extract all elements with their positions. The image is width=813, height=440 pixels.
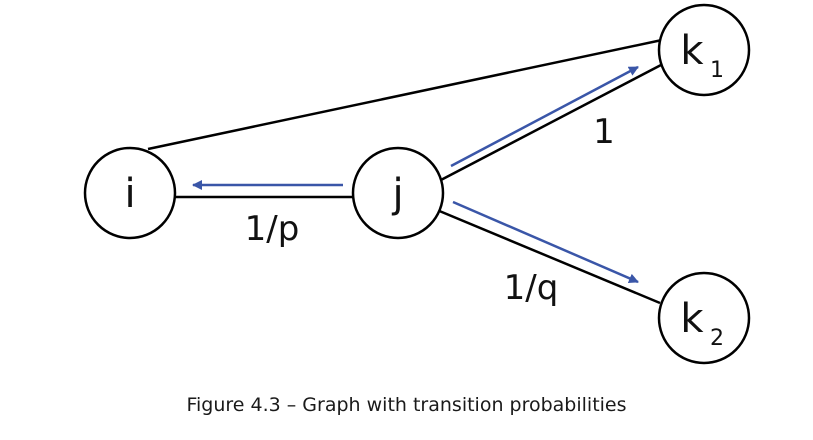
node-j: j [351, 146, 445, 240]
node-k1-subscript: 1 [710, 58, 724, 83]
edge-i-k1 [147, 38, 663, 151]
node-k1-label: k [680, 28, 704, 74]
node-k2: k 2 [657, 271, 751, 365]
edge-label-j-i: 1/p [245, 209, 300, 249]
node-k1: k 1 [657, 3, 751, 97]
node-k2-label: k [680, 296, 704, 342]
node-j-label: j [391, 171, 403, 217]
node-i: i [83, 146, 177, 240]
edge-label-j-k1: 1 [593, 112, 615, 152]
edge-label-j-k2: 1/q [504, 268, 559, 308]
edge-j-k2 [436, 208, 661, 305]
edge-j-k1 [438, 63, 662, 183]
node-k2-subscript: 2 [710, 326, 724, 351]
figure-caption: Figure 4.3 – Graph with transition proba… [186, 394, 627, 416]
transition-arrow-j-to-k2 [452, 200, 639, 284]
transition-arrow-j-to-k1 [450, 65, 639, 168]
node-i-label: i [124, 171, 135, 217]
